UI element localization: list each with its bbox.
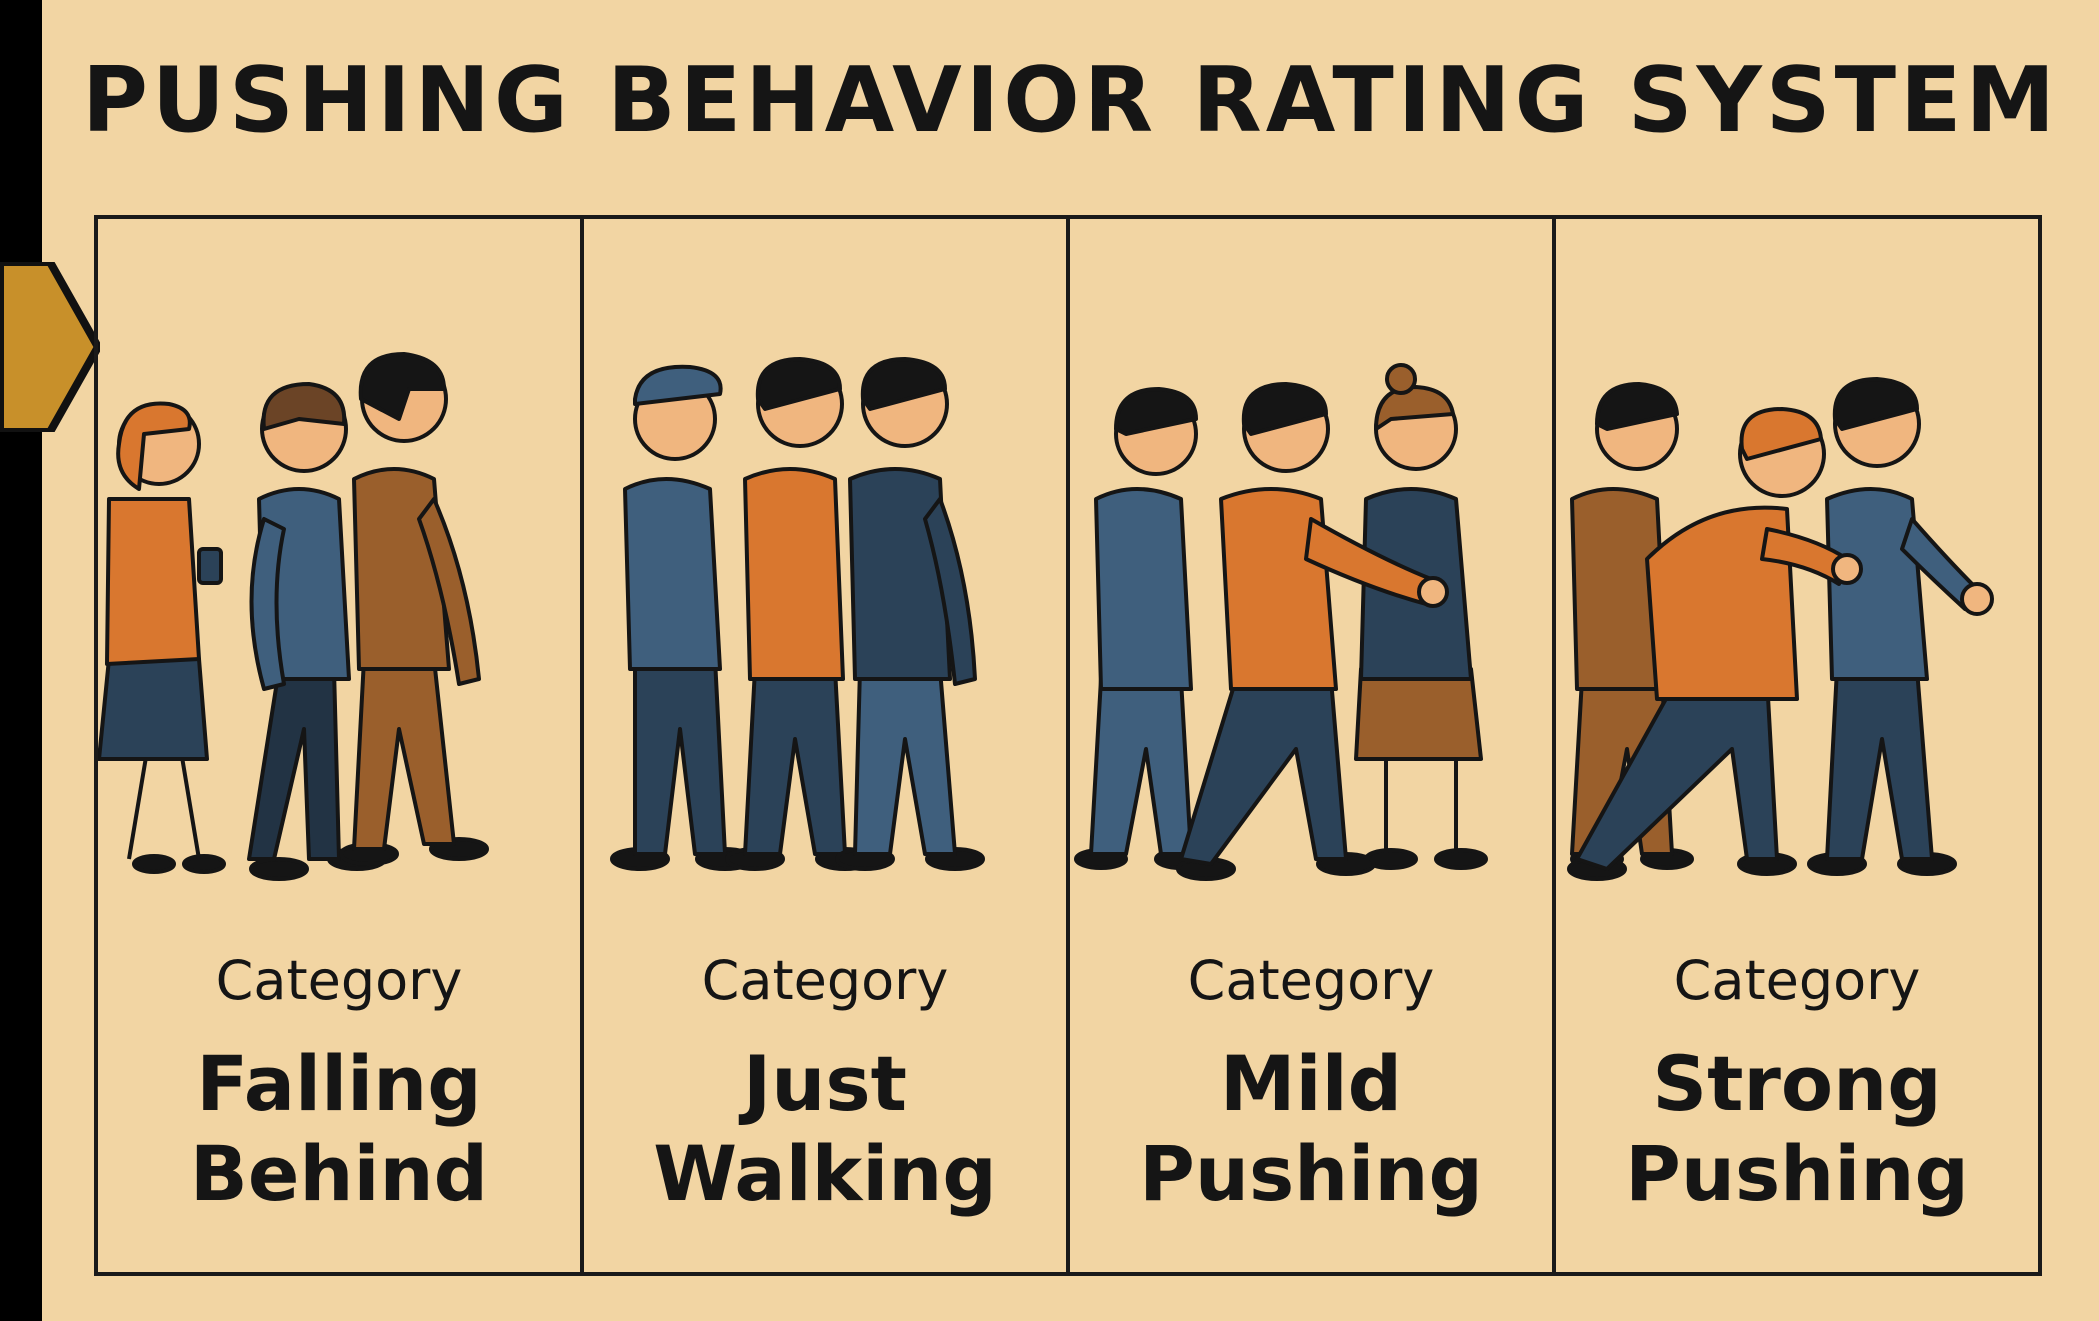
category-name-mild-pushing: Mild Pushing [1070, 1039, 1552, 1219]
page-title: PUSHING BEHAVIOR RATING SYSTEM [81, 48, 2060, 153]
category-panel-just-walking: Category Just Walking [584, 219, 1070, 1272]
category-panel-falling-behind: Category Falling Behind [98, 219, 584, 1272]
category-name-strong-pushing: Strong Pushing [1556, 1039, 2038, 1219]
category-name-just-walking: Just Walking [584, 1039, 1066, 1219]
category-name-falling-behind: Falling Behind [98, 1039, 580, 1219]
people-walking-apart-illustration [98, 352, 489, 881]
man-figure [1074, 387, 1208, 870]
category-name-line: Pushing [1625, 1129, 1969, 1218]
woman-figure [1354, 363, 1488, 870]
category-label: Category [701, 949, 949, 1012]
category-name-line: Strong [1652, 1039, 1942, 1128]
people-strongly-pushing-illustration [1567, 377, 1994, 881]
category-name-line: Walking [653, 1129, 997, 1218]
category-label: Category [215, 949, 463, 1012]
category-name-line: Behind [189, 1129, 489, 1218]
woman-figure [98, 401, 226, 874]
man-figure [1567, 407, 1863, 881]
category-name-line: Mild [1219, 1039, 1403, 1128]
man-figure [1176, 382, 1449, 881]
category-name-line: Pushing [1139, 1129, 1483, 1218]
category-panel-mild-pushing: Category Mild Pushing [1070, 219, 1556, 1272]
people-mildly-pushing-illustration [1074, 363, 1488, 881]
man-figure [339, 352, 489, 866]
category-panel-strong-pushing: Category Strong Pushing [1556, 219, 2038, 1272]
arrow-pointer-icon [0, 262, 100, 432]
man-figure [1807, 377, 1994, 876]
people-walking-in-line-illustration [610, 357, 985, 871]
category-label: Category [1187, 949, 1435, 1012]
category-label: Category [1673, 949, 1921, 1012]
category-name-line: Falling [196, 1039, 482, 1128]
category-panels: Category Falling Behind [94, 215, 2042, 1276]
category-name-line: Just [743, 1039, 907, 1128]
man-figure [835, 357, 985, 871]
man-figure [610, 364, 755, 871]
man-figure [725, 357, 875, 871]
